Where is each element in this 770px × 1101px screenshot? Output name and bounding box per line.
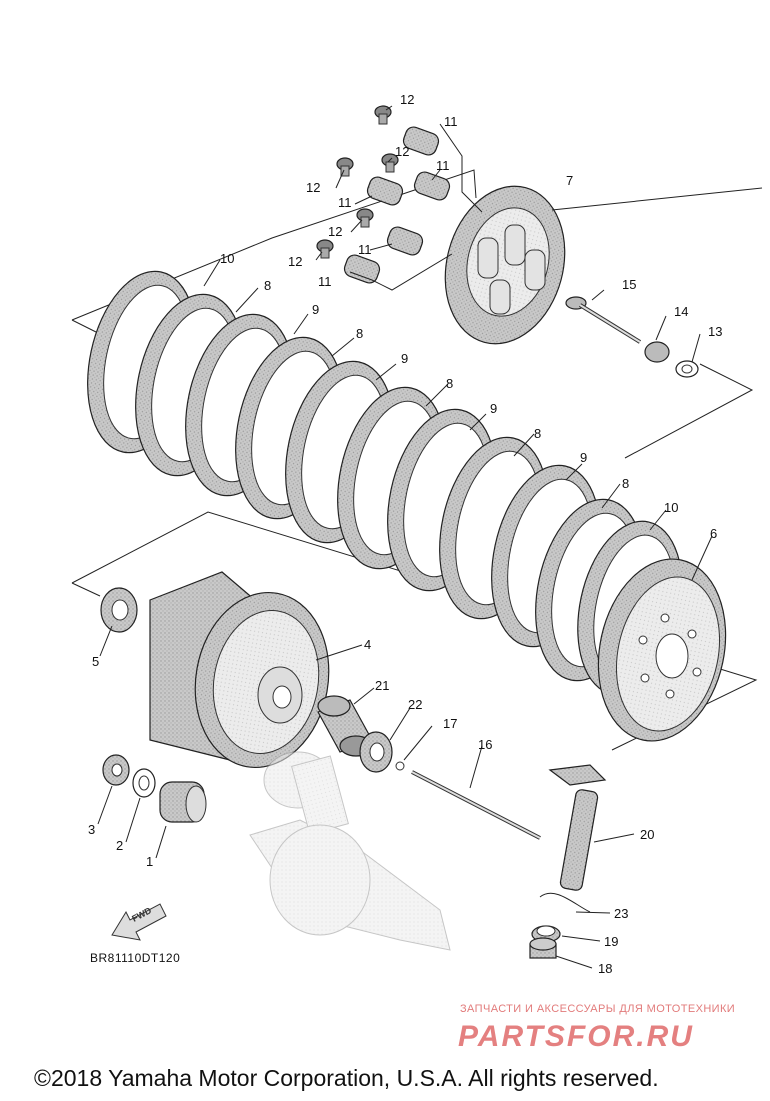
bolt-4	[356, 208, 374, 228]
diagram-code: BR81110DT120	[90, 951, 180, 965]
copyright-notice: ©2018 Yamaha Motor Corporation, U.S.A. A…	[34, 1065, 659, 1091]
callout-21: 21	[375, 678, 389, 693]
primary-drive	[102, 754, 207, 823]
callout-12: 12	[288, 254, 302, 269]
thrust-washer	[100, 587, 138, 633]
callout-9: 9	[580, 450, 587, 465]
callout-11: 11	[338, 195, 352, 210]
callout-8: 8	[534, 426, 541, 441]
callout-2: 2	[116, 838, 123, 853]
spring-1	[402, 126, 440, 156]
spring-3	[366, 176, 404, 206]
callout-11: 11	[436, 158, 450, 173]
watermark-tagline: ЗАПЧАСТИ И АКСЕССУАРЫ ДЛЯ МОТОТЕХНИКИ	[460, 1003, 735, 1015]
callout-8: 8	[446, 376, 453, 391]
callout-12: 12	[306, 180, 320, 195]
callout-19: 19	[604, 934, 618, 949]
clutch-push-lever	[529, 764, 607, 959]
callout-17: 17	[443, 716, 457, 731]
fwd-arrow-icon: FWD	[111, 903, 167, 941]
callout-11: 11	[318, 274, 332, 289]
callout-18: 18	[598, 961, 612, 976]
callout-13: 13	[708, 324, 722, 339]
callout-14: 14	[674, 304, 688, 319]
callout-15: 15	[622, 277, 636, 292]
bolt-3	[336, 157, 354, 177]
callout-11: 11	[444, 114, 458, 129]
clutch-housing	[149, 571, 330, 769]
pressure-plate	[444, 185, 566, 345]
push-rod-assembly	[565, 296, 699, 378]
callout-3: 3	[88, 822, 95, 837]
callout-9: 9	[312, 302, 319, 317]
leader-lines	[97, 105, 763, 969]
crankshaft	[249, 751, 451, 951]
callout-6: 6	[710, 526, 717, 541]
springs-and-bolts	[316, 105, 451, 284]
callout-7: 7	[566, 173, 573, 188]
clutch-boss	[597, 558, 727, 742]
callout-10: 10	[220, 251, 234, 266]
spring-4	[386, 226, 424, 256]
callout-12: 12	[328, 224, 342, 239]
callout-8: 8	[622, 476, 629, 491]
callout-22: 22	[408, 697, 422, 712]
callout-23: 23	[614, 906, 628, 921]
callouts: 12 11 12 11 12 11 12 11 12 11 7 15 14 13…	[88, 92, 722, 976]
callout-16: 16	[478, 737, 492, 752]
callout-12: 12	[395, 144, 409, 159]
watermark-brand: PARTSFOR.RU	[458, 1020, 694, 1053]
callout-1: 1	[146, 854, 153, 869]
spring-5	[343, 254, 381, 284]
inner-parts	[317, 695, 541, 840]
callout-9: 9	[490, 401, 497, 416]
callout-8: 8	[356, 326, 363, 341]
callout-8: 8	[264, 278, 271, 293]
callout-20: 20	[640, 827, 654, 842]
callout-4: 4	[364, 637, 371, 652]
callout-12: 12	[400, 92, 414, 107]
watermark: ЗАПЧАСТИ И АКСЕССУАРЫ ДЛЯ МОТОТЕХНИКИ PA…	[458, 1003, 735, 1053]
callout-10: 10	[664, 500, 678, 515]
bolt-5	[316, 239, 334, 259]
callout-9: 9	[401, 351, 408, 366]
spring-2	[413, 171, 451, 201]
callout-11: 11	[358, 242, 372, 257]
callout-5: 5	[92, 654, 99, 669]
